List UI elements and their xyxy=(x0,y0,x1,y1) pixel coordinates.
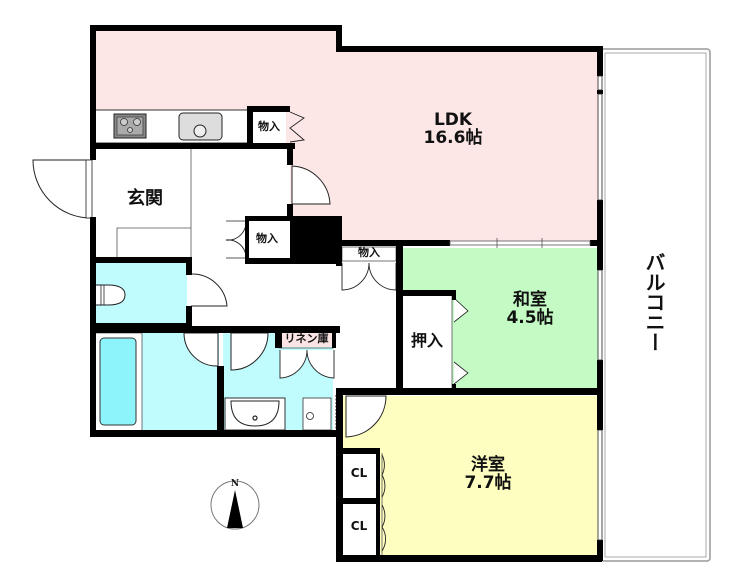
ldk-label: LDK 16.6帖 xyxy=(408,110,498,148)
washitsu-name: 和室 xyxy=(513,290,547,310)
balcony-label: バルコニー xyxy=(642,252,666,352)
ldk-size: 16.6帖 xyxy=(423,127,483,148)
walls xyxy=(90,25,603,562)
corridor-closet-label: 物入 xyxy=(358,246,380,259)
linen-label: リネン庫 xyxy=(284,332,329,345)
yoshitsu-name: 洋室 xyxy=(471,455,505,475)
yoshitsu-label: 洋室 7.7帖 xyxy=(448,455,528,493)
oshiire-label: 押入 xyxy=(410,331,443,350)
washer-space xyxy=(302,397,332,431)
toilet-icon xyxy=(94,284,126,306)
washitsu-size: 4.5帖 xyxy=(506,307,554,328)
north-arrow-icon xyxy=(227,490,243,528)
ldk-name: LDK xyxy=(433,110,473,130)
kitchen-closet-label: 物入 xyxy=(258,120,280,133)
genkan-label: 玄関 xyxy=(127,188,163,209)
hall-closet-label: 物入 xyxy=(256,232,278,245)
yoshitsu-size: 7.7帖 xyxy=(464,472,512,493)
pipe-shaft xyxy=(290,216,342,264)
yoshitsu-floor xyxy=(342,396,598,558)
compass-north-label: N xyxy=(230,479,240,489)
bathtub-icon xyxy=(99,337,137,426)
cl2-label: CL xyxy=(350,519,368,533)
ldk-floor xyxy=(95,30,598,244)
washitsu-label: 和室 4.5帖 xyxy=(490,290,570,328)
basin-icon xyxy=(230,400,280,427)
entry-door xyxy=(32,159,92,219)
cl1-label: CL xyxy=(350,466,368,480)
